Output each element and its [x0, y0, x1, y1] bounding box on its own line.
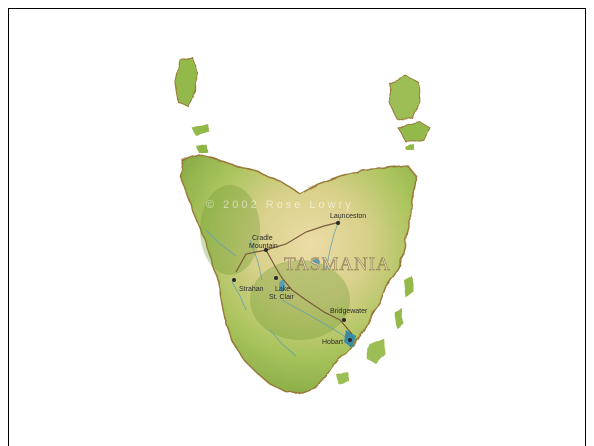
great-lake-water [312, 259, 320, 265]
lake-st-clair-water [279, 280, 285, 292]
rivers [205, 217, 351, 357]
label-mountain: Mountain [249, 243, 278, 250]
label-lake: Lake [275, 286, 290, 293]
flinders-island [389, 75, 421, 121]
strahan-dot [232, 278, 236, 282]
label-cradle: Cradle [252, 235, 273, 242]
label-bridgewater: Bridgewater [330, 308, 368, 315]
bruny-island [366, 338, 386, 364]
label-launceston: Launceston [330, 213, 366, 220]
hobart-dot [348, 338, 352, 342]
cape-barren-island [397, 121, 431, 143]
central-highlands [250, 260, 350, 340]
west-highlands [200, 185, 260, 275]
copyright-watermark: © 2002 Rose Lowry [206, 199, 354, 211]
islands [174, 57, 431, 384]
tasmania-mainland [179, 153, 417, 395]
king-island [174, 57, 198, 107]
label-strahan: Strahan [239, 286, 264, 293]
lake-st-clair-dot [274, 276, 278, 280]
schouten-island [404, 276, 414, 298]
label-st-clair: St. Clair [269, 294, 295, 301]
bridgewater-dot [342, 318, 346, 322]
label-hobart: Hobart [322, 339, 343, 346]
route-line [235, 221, 353, 335]
small-island-2 [196, 144, 208, 152]
south-islet [336, 372, 350, 384]
town-markers [232, 221, 352, 342]
maria-island [394, 308, 404, 328]
small-island-3 [404, 144, 414, 150]
cradle-mountain-dot [264, 248, 268, 252]
launceston-dot [336, 221, 340, 225]
map-title: TASMANIA [284, 254, 391, 275]
small-island-1 [192, 124, 210, 136]
